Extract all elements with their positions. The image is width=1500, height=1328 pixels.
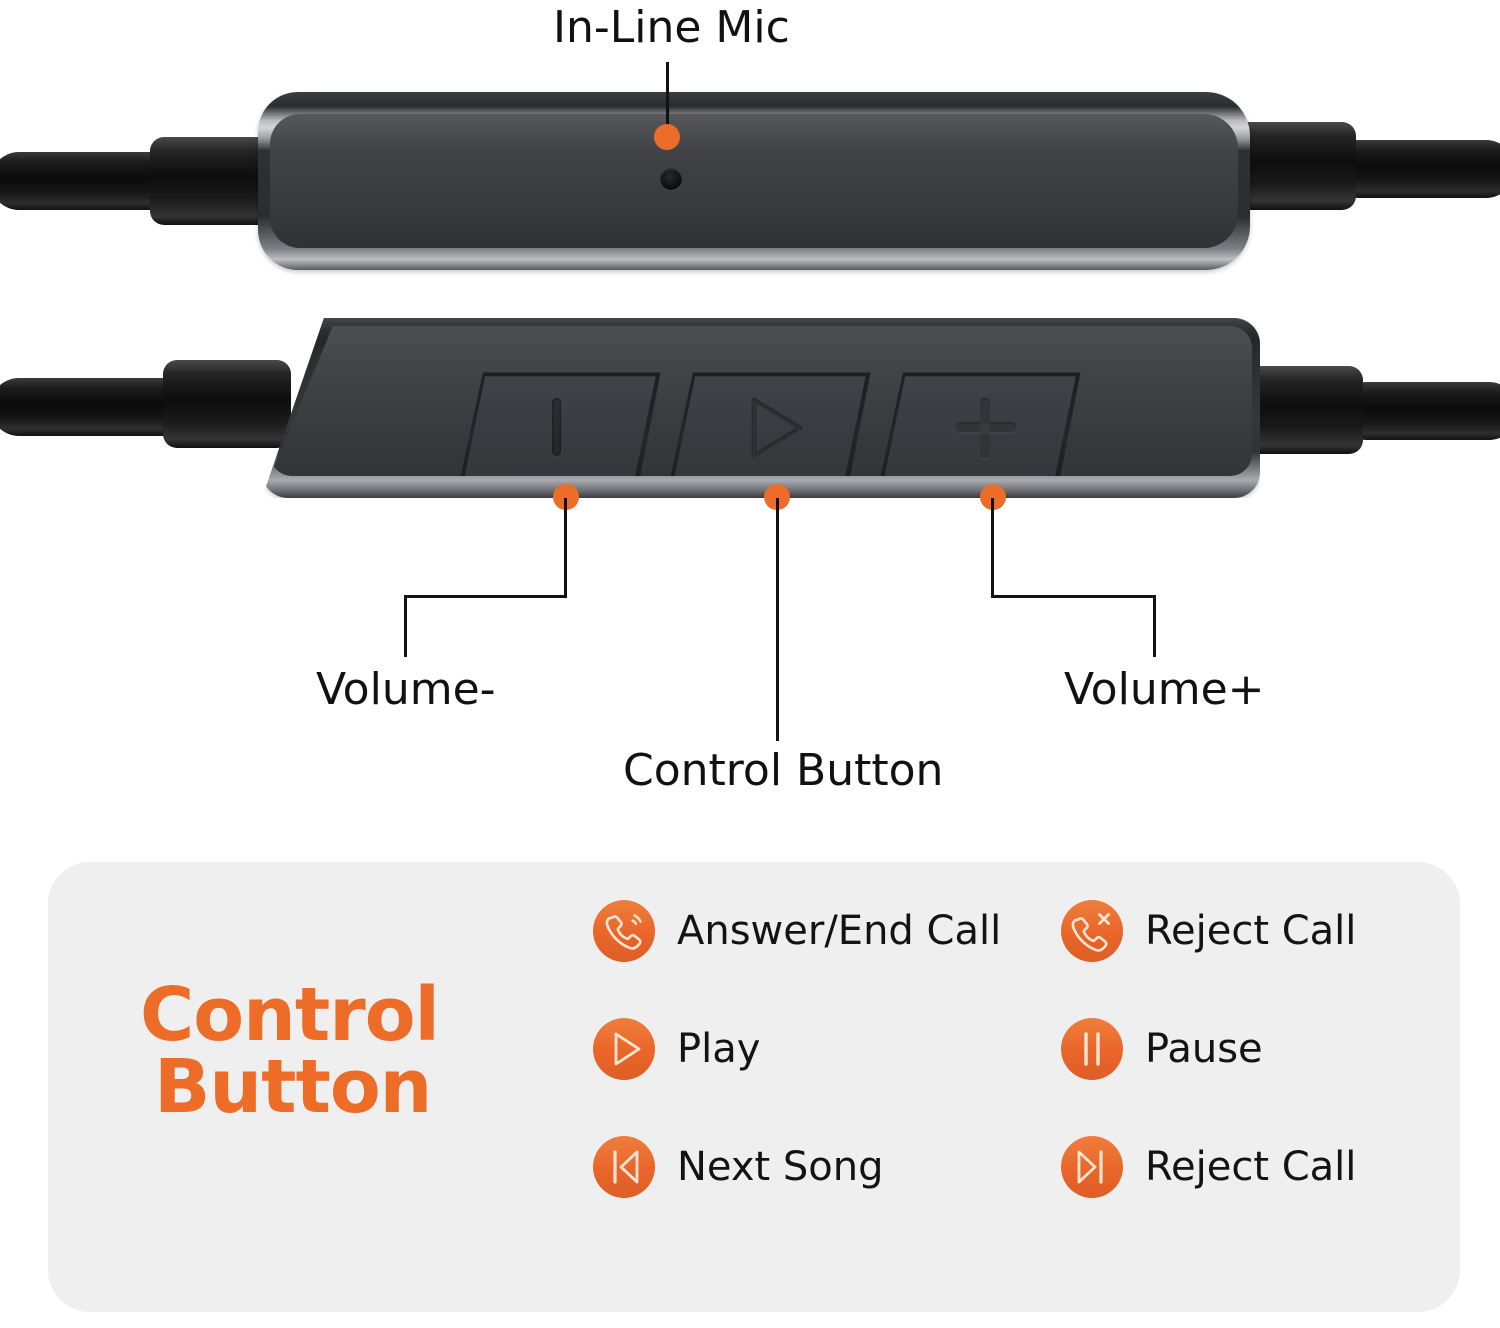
callout-line-volume-down-seg3 <box>404 595 407 657</box>
legend-label: Reject Call <box>1145 1144 1357 1190</box>
legend-grid: Answer/End Call Reject Call <box>593 900 1433 1254</box>
callout-line-volume-up-seg1 <box>991 498 994 596</box>
control-button-module-face <box>270 326 1252 476</box>
legend-item-pause[interactable]: Pause <box>1061 1018 1263 1080</box>
legend-label: Answer/End Call <box>677 908 1002 954</box>
cable-right-top <box>1330 140 1500 198</box>
pause-icon <box>1061 1018 1123 1080</box>
cable-collar-left-bottom <box>163 360 291 448</box>
callout-line-in-line-mic <box>666 62 669 138</box>
callout-dot-in-line-mic <box>654 124 680 150</box>
minus-icon <box>552 398 561 456</box>
legend-item-reject-call-alt[interactable]: Reject Call <box>1061 1136 1356 1198</box>
card-title-line1: Control <box>140 972 440 1058</box>
legend-item-reject-call[interactable]: Reject Call <box>1061 900 1356 962</box>
card-title-line2: Button <box>154 1043 432 1130</box>
legend-label: Next Song <box>677 1144 884 1190</box>
legend-row: Play Pause <box>593 1018 1433 1136</box>
cable-right-bottom <box>1338 382 1500 440</box>
volume-down-key[interactable] <box>464 376 656 476</box>
control-button-module <box>262 318 1260 498</box>
volume-up-key[interactable] <box>884 376 1076 476</box>
callout-line-volume-down-seg1 <box>564 498 567 596</box>
legend-label: Play <box>677 1026 761 1072</box>
in-line-mic-module-face <box>270 114 1238 248</box>
callout-line-volume-up-seg2 <box>991 595 1156 598</box>
play-icon <box>593 1018 655 1080</box>
callout-line-volume-down-seg2 <box>404 595 567 598</box>
callout-label-volume-down: Volume- <box>316 664 496 715</box>
next-track-icon <box>1061 1136 1123 1198</box>
callout-line-volume-up-seg3 <box>1153 595 1156 657</box>
legend-item-answer-end-call[interactable]: Answer/End Call <box>593 900 1001 962</box>
legend-row: Answer/End Call Reject Call <box>593 900 1433 1018</box>
callout-line-control-button <box>776 498 779 741</box>
play-triangle-icon <box>751 397 803 459</box>
legend-label: Pause <box>1145 1026 1263 1072</box>
legend-item-next-song[interactable]: Next Song <box>593 1136 884 1198</box>
callout-label-volume-up: Volume+ <box>1064 664 1265 715</box>
phone-answer-icon <box>593 900 655 962</box>
card-title: Control Button <box>140 978 560 1130</box>
mic-hole-icon <box>660 168 682 190</box>
control-button-legend-card: Control Button Answer/End Call <box>48 862 1460 1312</box>
callout-label-in-line-mic: In-Line Mic <box>553 2 790 53</box>
in-line-mic-module <box>258 92 1250 270</box>
previous-track-icon <box>593 1136 655 1198</box>
phone-reject-icon <box>1061 900 1123 962</box>
plus-icon <box>956 398 1016 460</box>
callout-label-control-button: Control Button <box>623 745 944 796</box>
legend-item-play[interactable]: Play <box>593 1018 760 1080</box>
legend-label: Reject Call <box>1145 908 1357 954</box>
legend-row: Next Song Reject Call <box>593 1136 1433 1254</box>
play-key[interactable] <box>674 376 866 476</box>
